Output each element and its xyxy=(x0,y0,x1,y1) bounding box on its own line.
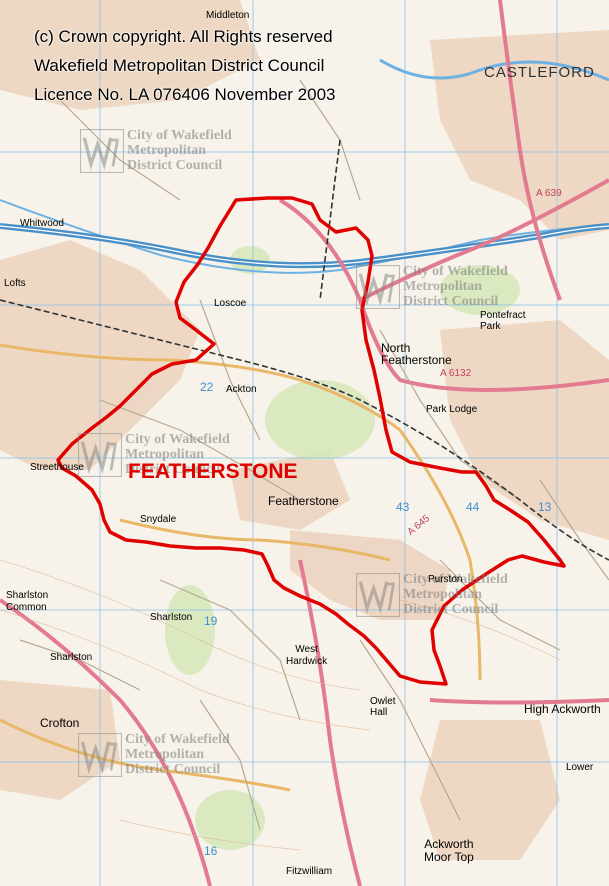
grid-number-44: 44 xyxy=(466,500,480,514)
watermark-line-2: Metropolitan xyxy=(125,447,205,462)
place-label-ackton: Ackton xyxy=(226,384,257,395)
railway-north xyxy=(319,139,341,301)
copyright-line-1: (c) Crown copyright. All Rights reserved xyxy=(34,27,333,46)
place-label-middleton: Middleton xyxy=(206,10,250,21)
ackworth-urban xyxy=(420,720,560,860)
watermark-line-1: City of Wakefield xyxy=(125,732,230,747)
b-road-west xyxy=(119,518,391,562)
road-label-a6132: A 6132 xyxy=(440,368,472,379)
a639-road-north xyxy=(359,178,609,302)
watermark-line-2: Metropolitan xyxy=(127,143,207,158)
place-label-sharlston-a: Sharlston xyxy=(150,612,193,623)
place-label-snydale: Snydale xyxy=(140,514,177,525)
b-roads xyxy=(0,343,482,792)
watermark-line-2: Metropolitan xyxy=(403,279,483,294)
council-watermark: City of Wakefield Metropolitan District … xyxy=(78,432,230,477)
copyright-notice: (c) Crown copyright. All Rights reserved… xyxy=(34,22,335,109)
watermark-line-1: City of Wakefield xyxy=(127,128,232,143)
place-label-lower: Lower xyxy=(566,762,594,773)
pontefract-park-green xyxy=(440,265,520,315)
copyright-line-3: Licence No. LA 076406 November 2003 xyxy=(34,85,336,104)
wakefield-council-logo-icon xyxy=(80,128,124,173)
place-label-north-featherstone: North Featherstone xyxy=(381,341,452,367)
b-road-crofton xyxy=(0,718,291,792)
grid-number-22: 22 xyxy=(200,380,214,394)
watermark-line-1: City of Wakefield xyxy=(403,264,508,279)
wakefield-council-logo-icon xyxy=(78,432,122,477)
place-label-crofton: Crofton xyxy=(40,716,80,730)
place-label-park-lodge: Park Lodge xyxy=(426,404,478,415)
place-label-whitwood: Whitwood xyxy=(20,218,64,229)
place-label-featherstone: Featherstone xyxy=(268,494,339,508)
watermark-line-3: District Council xyxy=(403,294,499,309)
north-urban xyxy=(0,0,260,110)
railways xyxy=(0,139,609,561)
place-label-lofts: Lofts xyxy=(4,278,26,289)
b6134-road xyxy=(0,343,401,432)
purston-urban xyxy=(290,530,450,620)
pontefract-urban xyxy=(440,320,609,540)
place-label-west-hardwick: West Hardwick xyxy=(286,644,328,667)
a645-road xyxy=(278,198,609,392)
fitzwilliam-green xyxy=(195,790,265,850)
grid-number-13: 13 xyxy=(538,500,552,514)
high-ackworth-road xyxy=(429,698,609,705)
minor-roads xyxy=(19,79,609,831)
place-label-fitzwilliam: Fitzwilliam xyxy=(286,866,333,877)
place-label-streethouse: Streethouse xyxy=(30,462,84,473)
grid-number-43: 43 xyxy=(396,500,410,514)
watermark-line-3: District Council xyxy=(125,762,221,777)
place-label-high-ackworth: High Ackworth xyxy=(524,702,601,716)
council-watermark: City of Wakefield Metropolitan District … xyxy=(356,264,508,309)
railway-line xyxy=(0,299,609,561)
river-aire xyxy=(379,58,609,82)
grid-number-16: 16 xyxy=(204,844,218,858)
place-label-purston: Purston xyxy=(428,574,463,585)
council-watermark: City of Wakefield Metropolitan District … xyxy=(356,572,508,617)
council-watermark: City of Wakefield Metropolitan District … xyxy=(78,732,230,777)
place-label-pontefract-park: Pontefract Park xyxy=(480,310,526,332)
wakefield-council-logo-icon xyxy=(356,572,400,617)
a628-road xyxy=(298,559,362,886)
place-label-sharlston: Sharlston xyxy=(50,652,93,663)
place-label-owlet-hall: Owlet Hall xyxy=(370,696,396,718)
a638-road xyxy=(0,598,212,886)
copyright-line-2: Wakefield Metropolitan District Council xyxy=(34,56,325,75)
place-label-loscoe: Loscoe xyxy=(214,298,247,309)
watermark-line-2: Metropolitan xyxy=(125,747,205,762)
featherstone-boundary xyxy=(56,196,566,686)
council-watermark: City of Wakefield Metropolitan District … xyxy=(80,128,232,173)
place-label-ackworth-moor-top: Ackworth Moor Top xyxy=(424,837,474,864)
wakefield-council-logo-icon xyxy=(78,732,122,777)
watermark-line-2: Metropolitan xyxy=(403,587,483,602)
place-label-castleford: CASTLEFORD xyxy=(484,64,595,81)
road-label-a639: A 639 xyxy=(536,188,562,199)
watermark-line-3: District Council xyxy=(403,602,499,617)
watermark-line-1: City of Wakefield xyxy=(403,572,508,587)
b-road-south xyxy=(398,429,482,681)
crofton-urban xyxy=(0,680,120,800)
contours xyxy=(0,559,561,851)
featherstone-urban xyxy=(230,450,350,530)
wakefield-council-logo-icon xyxy=(356,264,400,309)
area-label-featherstone: FEATHERSTONE xyxy=(128,460,298,483)
park-green-2 xyxy=(165,585,215,675)
castleford-road xyxy=(498,0,562,301)
watermark-line-3: District Council xyxy=(127,158,223,173)
place-label-sharlston-common: Sharlston Common xyxy=(6,590,49,613)
watermark-line-1: City of Wakefield xyxy=(125,432,230,447)
park-green-1 xyxy=(265,380,375,460)
watermark-line-3: District Council xyxy=(125,462,221,477)
grid-number-19: 19 xyxy=(204,614,218,628)
